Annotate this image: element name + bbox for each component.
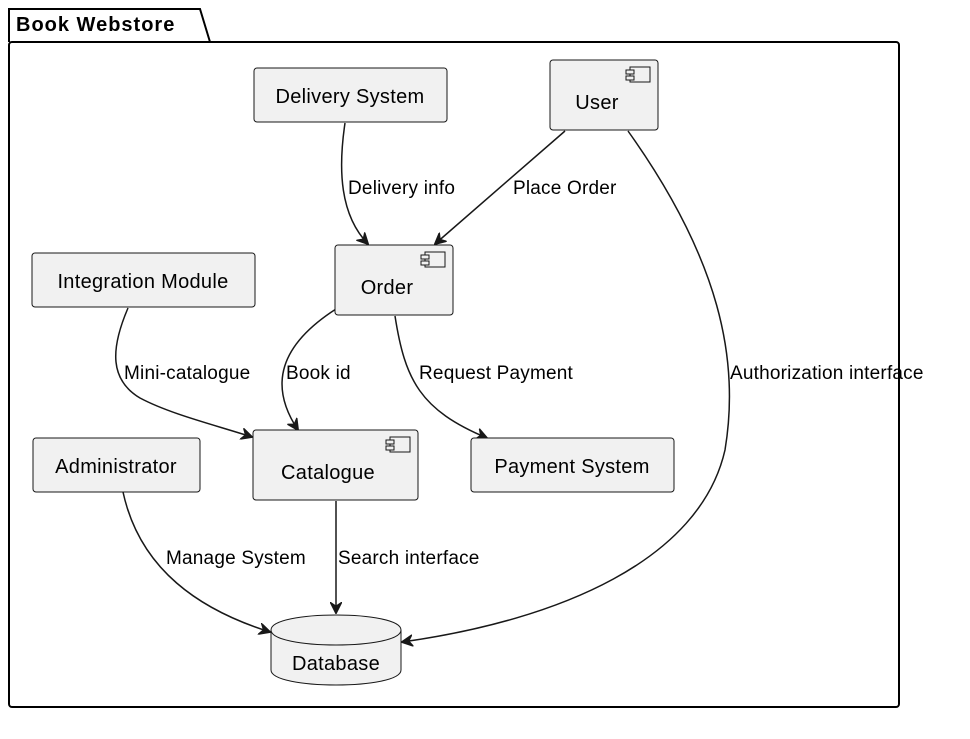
label-place-order: Place Order xyxy=(513,178,617,199)
node-payment-system[interactable]: Payment System xyxy=(470,437,675,493)
edge-order-to-payment xyxy=(394,315,487,438)
component-icon xyxy=(625,66,651,83)
label-authorization-interface: Authorization interface xyxy=(730,363,924,384)
node-order[interactable]: Order xyxy=(334,244,454,316)
label-mini-catalogue: Mini-catalogue xyxy=(124,363,250,384)
edge-order-to-catalogue xyxy=(281,308,337,430)
label-manage-system: Manage System xyxy=(166,548,306,569)
package-book-webstore: Book Webstore xyxy=(8,8,900,708)
edge-integration-to-catalogue xyxy=(114,307,252,437)
label-book-id: Book id xyxy=(286,363,351,384)
node-user[interactable]: User xyxy=(549,59,659,131)
node-delivery-system[interactable]: Delivery System xyxy=(253,67,448,123)
node-user-label: User xyxy=(575,92,618,114)
node-catalogue[interactable]: Catalogue xyxy=(252,429,419,501)
edges xyxy=(114,122,731,642)
edge-labels: Delivery info Place Order Mini-catalogue… xyxy=(124,178,924,569)
package-body xyxy=(8,41,900,708)
component-icon xyxy=(385,436,411,453)
node-order-label: Order xyxy=(361,277,414,299)
package-tab xyxy=(8,8,211,43)
component-icon xyxy=(420,251,446,268)
node-database-label: Database xyxy=(292,653,380,675)
node-integration-module[interactable]: Integration Module xyxy=(31,252,256,308)
node-administrator-label: Administrator xyxy=(55,456,177,478)
node-payment-system-label: Payment System xyxy=(494,456,649,478)
edge-delivery-to-order xyxy=(340,122,368,244)
edge-user-to-order xyxy=(435,130,566,244)
label-search-interface: Search interface xyxy=(338,548,480,569)
label-request-payment: Request Payment xyxy=(419,363,574,384)
package-title: Book Webstore xyxy=(16,14,175,36)
node-integration-module-label: Integration Module xyxy=(57,271,228,293)
node-administrator[interactable]: Administrator xyxy=(32,437,201,493)
label-delivery-info: Delivery info xyxy=(348,178,455,199)
node-delivery-system-label: Delivery System xyxy=(276,86,425,108)
node-catalogue-label: Catalogue xyxy=(281,462,375,484)
edge-admin-to-database xyxy=(122,491,270,632)
node-database[interactable]: Database xyxy=(270,614,402,686)
edge-user-to-database xyxy=(402,130,731,642)
